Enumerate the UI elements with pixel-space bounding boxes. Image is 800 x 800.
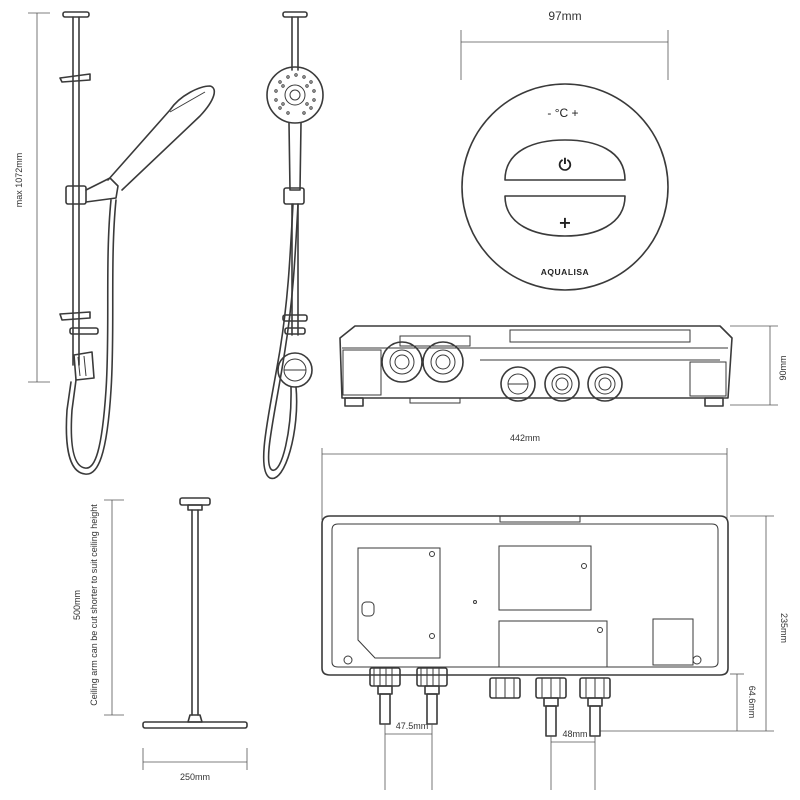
inlet-fitting-icon [369,667,401,725]
outlet-height-label: 64.6mm [747,686,757,719]
arm-length-label: 500mm [72,590,82,620]
pump-side-view: 90mm [339,325,788,407]
port-icon [500,366,536,402]
max-height-label: max 1072mm [14,153,24,208]
rail-side-view [262,11,324,480]
controller-dial [461,83,669,291]
power-button [504,139,626,181]
controller-view: 97mm - °C + ⏻ + AQUALISA [460,9,669,291]
pump-width-label: 442mm [510,433,540,443]
port-icon [544,366,580,402]
inlet-fitting-icon [416,667,448,725]
port-icon [422,341,464,383]
pump-height-label: 235mm [779,613,789,643]
inlet-spacing-label: 47.5mm [396,721,429,731]
outlet-fitting-icon [535,677,567,737]
pump-depth-label: 90mm [778,355,788,380]
shower-head-icon [266,66,324,124]
port-icon [381,341,423,383]
pump-front-view: 442mm 235mm 64.6mm [321,433,789,790]
rail-front-view: max 1072mm [14,11,216,475]
ceiling-arm-note: Ceiling arm can be cut shorter to suit c… [89,504,99,706]
head-width-label: 250mm [180,772,210,782]
plus-icon: + [558,213,571,232]
port-icon [587,366,623,402]
brand-logo: AQUALISA [541,267,589,277]
outlet-fitting-icon [579,677,611,737]
outlet-fitting-icon [489,677,521,699]
ceiling-arm-view: Ceiling arm can be cut shorter to suit c… [72,497,248,782]
outlet-spacing-label: 48mm [562,729,587,739]
plus-button [504,195,626,237]
temperature-label: - °C + [547,106,578,120]
power-icon: ⏻ [559,155,572,174]
control-width-label: 97mm [548,9,581,23]
